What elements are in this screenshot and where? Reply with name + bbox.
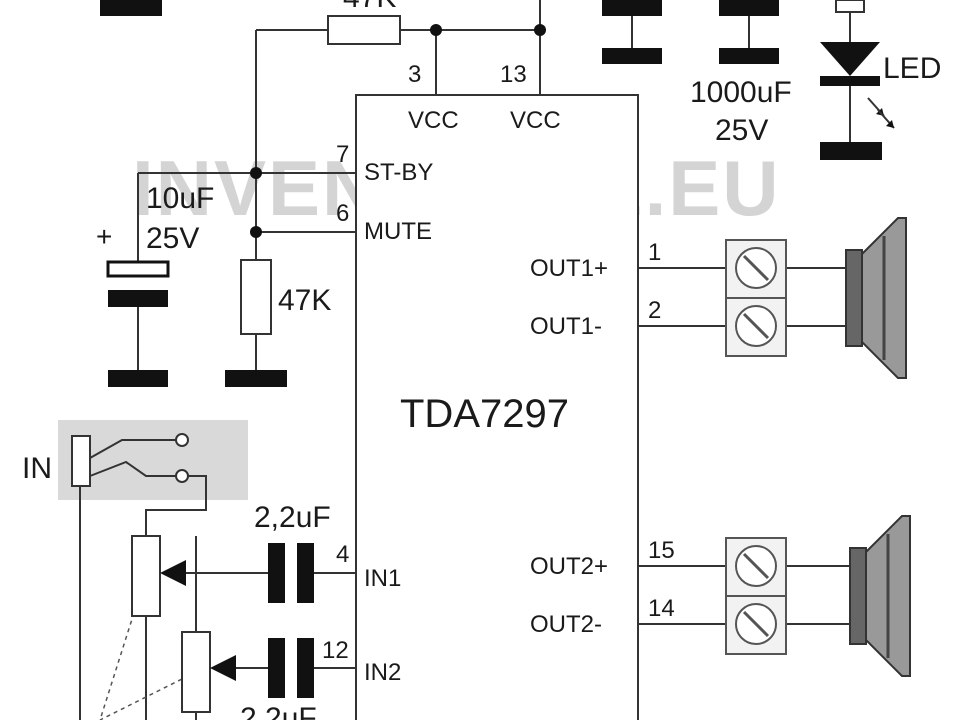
- pin-number-in2: 12: [322, 637, 349, 664]
- supply-cap-1000uf: [719, 0, 779, 64]
- pin-number-standby: 7: [336, 141, 349, 168]
- resistor-top-label: 47K: [343, 0, 396, 14]
- pin-name-mute: MUTE: [364, 218, 432, 245]
- speaker-icon: [845, 217, 907, 379]
- supply-cap-small: [602, 0, 662, 64]
- vcc-wiring: [255, 0, 546, 232]
- pin-name-vcc-b: VCC: [510, 107, 561, 134]
- wiper-arrow-icon: [210, 655, 236, 681]
- junction-dot: [250, 167, 262, 179]
- pin-name-in2: IN2: [364, 659, 401, 686]
- pin-number-out2p: 15: [648, 537, 675, 564]
- volume-potentiometer-2: [181, 631, 211, 713]
- pin-number-mute: 6: [336, 200, 349, 227]
- junction-dot: [430, 24, 442, 36]
- ic-name: TDA7297: [400, 392, 569, 436]
- mute-resistor: [240, 259, 272, 335]
- pin-name-out2p: OUT2+: [530, 553, 608, 580]
- pin-name-in1: IN1: [364, 565, 401, 592]
- led-resistor: [835, 0, 865, 13]
- pin-number-out2m: 14: [648, 595, 675, 622]
- input-cap-1-label: 2,2uF: [254, 501, 331, 534]
- input-label: IN: [22, 452, 52, 485]
- pin-number-in1: 4: [336, 541, 349, 568]
- mute-resistor-label: 47K: [278, 284, 331, 317]
- ground-symbol-top-left: [100, 0, 162, 16]
- output-wiring: [638, 267, 850, 625]
- supply-cap-value-label: 1000uF: [690, 76, 792, 109]
- led-branch: [820, 0, 895, 160]
- ground-symbol-standby-cap: [108, 370, 168, 387]
- input-cap-1-plate-a: [268, 543, 285, 603]
- volume-potentiometer-1: [131, 535, 161, 617]
- standby-cap-positive-plate: [106, 260, 170, 278]
- standby-cap-polarity: +: [96, 221, 112, 252]
- ground-symbol-mute-resistor: [225, 370, 287, 387]
- terminal-block-out2: [725, 537, 787, 655]
- pin-name-out2m: OUT2-: [530, 611, 602, 638]
- standby-cap-value-label: 10uF: [146, 182, 214, 215]
- standby-cap-voltage-label: 25V: [146, 222, 199, 255]
- led-diode-icon: [820, 42, 880, 76]
- ic-body: [355, 94, 639, 725]
- input-cap-2-plate-a: [268, 638, 285, 698]
- resistor-top: [327, 15, 401, 45]
- input-cap-2-plate-b: [297, 638, 314, 698]
- standby-cap-negative-plate: [108, 290, 168, 307]
- ground-symbol-led: [820, 142, 882, 160]
- supply-cap-voltage-label: 25V: [715, 114, 768, 147]
- input-cap-2-label: 2,2uF: [240, 702, 317, 720]
- pin-name-vcc-a: VCC: [408, 107, 459, 134]
- terminal-block-out1: [725, 239, 787, 357]
- pin-number-out1p: 1: [648, 239, 661, 266]
- led-label: LED: [883, 52, 941, 85]
- standby-mute-wiring: [137, 167, 356, 370]
- junction-dot: [534, 24, 546, 36]
- speaker-icon: [849, 515, 911, 677]
- input-cap-1-plate-b: [297, 543, 314, 603]
- pin-name-out1p: OUT1+: [530, 255, 608, 282]
- pin-number-vcc-a: 3: [408, 61, 421, 88]
- junction-dot: [250, 226, 262, 238]
- pin-name-standby: ST-BY: [364, 159, 433, 186]
- wiper-arrow-icon: [160, 560, 186, 586]
- pin-number-out1m: 2: [648, 297, 661, 324]
- led-light-arrows-icon: [886, 120, 894, 128]
- pin-name-out1m: OUT1-: [530, 313, 602, 340]
- pin-number-vcc-b: 13: [500, 61, 527, 88]
